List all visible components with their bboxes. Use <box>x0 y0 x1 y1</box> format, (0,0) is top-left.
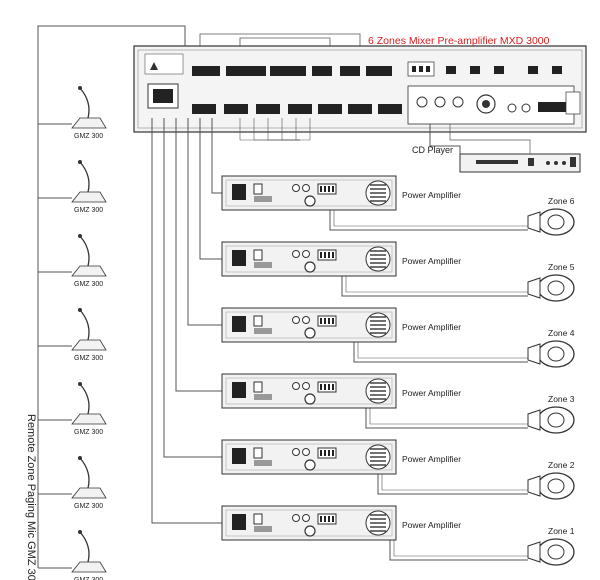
paging-mic: GMZ 300 <box>71 308 107 362</box>
paging-mic: GMZ 300 <box>71 530 107 580</box>
mic-label: GMZ 300 <box>74 207 103 214</box>
power-amplifier: Power Amplifier <box>221 241 461 277</box>
zone-label: Zone 5 <box>548 262 575 272</box>
zone-speaker: Zone 4 <box>527 328 575 368</box>
power-amplifier: Power Amplifier <box>221 439 461 475</box>
mixer-title: 6 Zones Mixer Pre-amplifier MXD 3000 <box>368 35 550 47</box>
amplifier-label: Power Amplifier <box>402 388 461 398</box>
zone-speaker: Zone 5 <box>527 262 575 302</box>
power-amplifier: Power Amplifier <box>221 373 461 409</box>
zone-label: Zone 4 <box>548 328 575 338</box>
amplifier-label: Power Amplifier <box>402 454 461 464</box>
paging-mic: GMZ 300 <box>71 382 107 436</box>
mic-label: GMZ 300 <box>74 281 103 288</box>
zone-speaker: Zone 3 <box>527 394 575 434</box>
side-label: Remote Zone Paging Mic GMZ 300 <box>25 414 37 580</box>
amplifier-label: Power Amplifier <box>402 256 461 266</box>
zone-label: Zone 6 <box>548 196 575 206</box>
zone-label: Zone 1 <box>548 526 575 536</box>
paging-mic: GMZ 300 <box>71 86 107 140</box>
mic-label: GMZ 300 <box>74 429 103 436</box>
paging-mic: GMZ 300 <box>71 234 107 288</box>
paging-mic: GMZ 300 <box>71 456 107 510</box>
amplifier-label: Power Amplifier <box>402 520 461 530</box>
paging-mic: GMZ 300 <box>71 160 107 214</box>
cd-player-label: CD Player <box>412 145 453 155</box>
power-amplifier: Power Amplifier <box>221 175 461 211</box>
wiring <box>37 25 531 569</box>
zone-speaker: Zone 1 <box>527 526 575 566</box>
amplifier-label: Power Amplifier <box>402 322 461 332</box>
mic-label: GMZ 300 <box>74 355 103 362</box>
zone-speaker: Zone 6 <box>527 196 575 236</box>
mic-label: GMZ 300 <box>74 503 103 510</box>
mixer-preamplifier: 6 Zones Mixer Pre-amplifier MXD 3000 <box>133 35 587 133</box>
zone-speaker: Zone 2 <box>527 460 575 500</box>
amplifier-label: Power Amplifier <box>402 190 461 200</box>
cd-player: CD Player <box>412 145 581 173</box>
mic-label: GMZ 300 <box>74 133 103 140</box>
power-amplifier: Power Amplifier <box>221 307 461 343</box>
zone-speakers: Zone 6 Zone 5 Zone 4 Zone 3 Zone 2 Zone 1 <box>527 196 575 566</box>
power-amplifier: Power Amplifier <box>221 505 461 541</box>
zone-label: Zone 3 <box>548 394 575 404</box>
mic-label: GMZ 300 <box>74 577 103 580</box>
zone-label: Zone 2 <box>548 460 575 470</box>
